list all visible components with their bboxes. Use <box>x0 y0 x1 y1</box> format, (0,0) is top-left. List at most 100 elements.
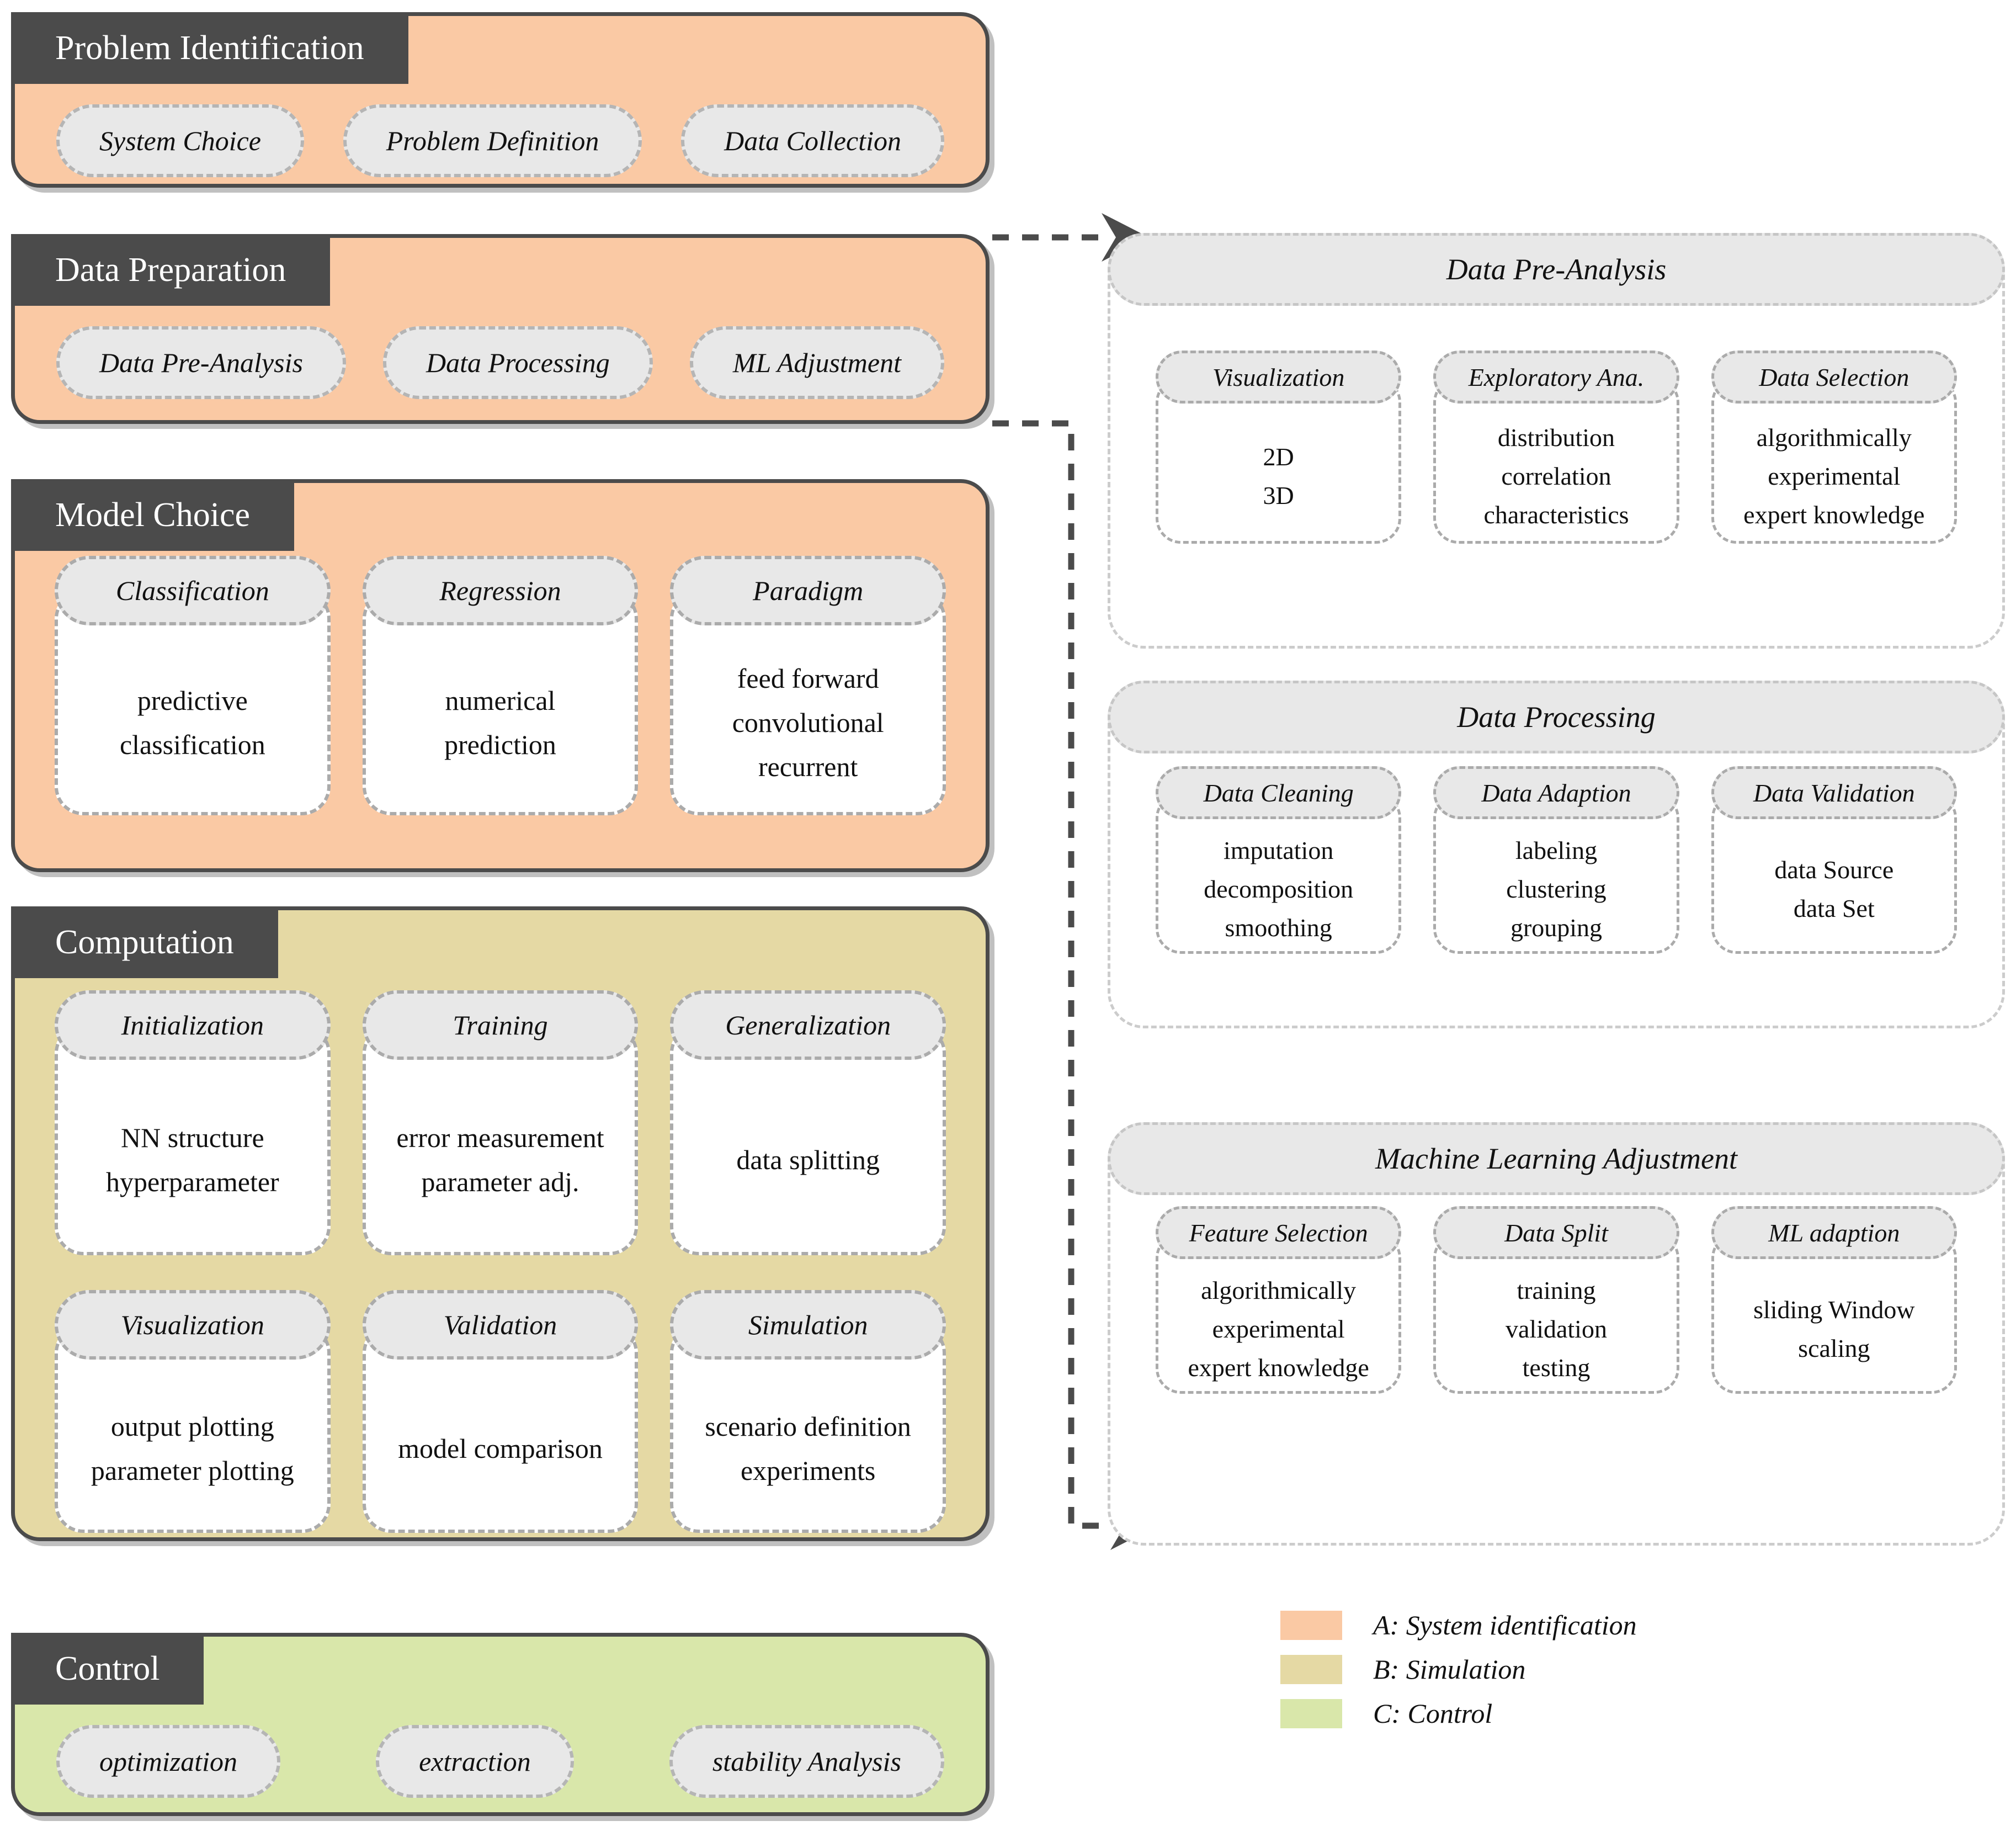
title-bar-control: Control <box>11 1633 204 1705</box>
card-line: expert knowledge <box>1743 500 1925 529</box>
card-data-cleaning: Data Cleaning imputation decomposition s… <box>1156 766 1402 954</box>
pill-system-choice: System Choice <box>56 104 304 177</box>
card-row-computation-2: Visualization output plotting parameter … <box>55 1290 946 1533</box>
card-feature-selection: Feature Selection algorithmically experi… <box>1156 1206 1402 1394</box>
card-body: distribution correlation characteristics <box>1433 377 1679 544</box>
card-body: data splitting <box>670 1025 946 1255</box>
panel-data-processing: Data Processing Data Cleaning imputation… <box>1108 681 2005 1028</box>
card-body: algorithmically experimental expert know… <box>1711 377 1957 544</box>
card-regression: Regression numerical prediction <box>362 556 639 815</box>
box-title: Control <box>55 1649 160 1687</box>
card-classification: Classification predictive classification <box>55 556 331 815</box>
legend-swatch-peach <box>1280 1610 1342 1640</box>
title-bar-data-preparation: Data Preparation <box>11 234 331 306</box>
card-line: sliding Window <box>1753 1296 1915 1324</box>
card-line: correlation <box>1501 462 1611 491</box>
panel-header: Machine Learning Adjustment <box>1108 1122 2005 1195</box>
legend-label: B: Simulation <box>1373 1654 1526 1685</box>
card-header: Data Validation <box>1711 766 1957 819</box>
card-line: decomposition <box>1204 875 1354 904</box>
card-line: feed forward <box>737 663 879 694</box>
card-line: data splitting <box>736 1144 880 1175</box>
card-line: algorithmically <box>1201 1276 1357 1305</box>
card-line: parameter plotting <box>91 1455 294 1486</box>
card-line: validation <box>1506 1315 1607 1344</box>
pill-data-collection: Data Collection <box>681 104 944 177</box>
card-header: Data Split <box>1433 1206 1679 1259</box>
panel-header: Data Processing <box>1108 681 2005 753</box>
pill-optimization: optimization <box>56 1725 281 1798</box>
legend-item-control: C: Control <box>1280 1697 1637 1729</box>
pill-row-problem-identification: System Choice Problem Definition Data Co… <box>56 104 944 177</box>
legend-swatch-green <box>1280 1698 1342 1728</box>
legend-item-simulation: B: Simulation <box>1280 1653 1637 1685</box>
card-visualization-pre: Visualization 2D 3D <box>1156 351 1402 544</box>
card-line: data Source <box>1774 856 1894 884</box>
card-line: parameter adj. <box>421 1166 579 1197</box>
legend-swatch-tan <box>1280 1654 1342 1684</box>
card-header: Generalization <box>670 990 946 1060</box>
card-line: imputation <box>1224 836 1334 865</box>
card-line: grouping <box>1510 913 1603 942</box>
card-body: numerical prediction <box>362 590 639 815</box>
pill-row-data-preparation: Data Pre-Analysis Data Processing ML Adj… <box>56 326 944 399</box>
box-title: Computation <box>55 923 234 961</box>
title-bar-computation: Computation <box>11 906 278 978</box>
card-line: scaling <box>1798 1334 1870 1362</box>
card-header: Training <box>362 990 639 1060</box>
pill-problem-definition: Problem Definition <box>343 104 642 177</box>
card-line: scenario definition <box>705 1411 911 1442</box>
card-validation: Validation model comparison <box>362 1290 639 1533</box>
card-line: algorithmically <box>1756 423 1912 452</box>
card-header: Simulation <box>670 1290 946 1360</box>
card-line: experimental <box>1768 462 1901 491</box>
pill-data-pre-analysis: Data Pre-Analysis <box>56 326 346 399</box>
card-simulation: Simulation scenario definition experimen… <box>670 1290 946 1533</box>
card-data-selection: Data Selection algorithmically experimen… <box>1711 351 1957 544</box>
card-line: experiments <box>740 1455 876 1486</box>
pill-extraction: extraction <box>376 1725 574 1798</box>
pill-ml-adjustment: ML Adjustment <box>689 326 944 399</box>
title-bar-problem-identification: Problem Identification <box>11 12 408 84</box>
card-line: clustering <box>1506 875 1607 904</box>
pill-stability-analysis: stability Analysis <box>669 1725 944 1798</box>
box-computation: Computation Initialization NN structure … <box>11 906 990 1541</box>
card-header: Data Selection <box>1711 351 1957 404</box>
card-body: training validation testing <box>1433 1233 1679 1394</box>
card-line: 2D <box>1263 443 1294 471</box>
card-header: Data Adaption <box>1433 766 1679 819</box>
legend: A: System identification B: Simulation C… <box>1280 1609 1637 1742</box>
card-header: Exploratory Ana. <box>1433 351 1679 404</box>
card-line: expert knowledge <box>1188 1353 1369 1382</box>
card-header: Paradigm <box>670 556 946 625</box>
arrow-data-preparation-to-ml-adjustment <box>992 420 1111 1529</box>
card-line: hyperparameter <box>105 1166 279 1197</box>
box-title: Problem Identification <box>55 29 364 67</box>
card-row-computation-1: Initialization NN structure hyperparamet… <box>55 990 946 1255</box>
card-line: recurrent <box>758 751 858 782</box>
panel-data-pre-analysis: Data Pre-Analysis Visualization 2D 3D Ex… <box>1108 233 2005 649</box>
card-header: Feature Selection <box>1156 1206 1402 1259</box>
card-line: convolutional <box>732 707 884 738</box>
legend-item-system-identification: A: System identification <box>1280 1609 1637 1641</box>
title-bar-model-choice: Model Choice <box>11 479 294 551</box>
card-row-ml-adjustment: Feature Selection algorithmically experi… <box>1156 1206 1957 1394</box>
pill-data-processing: Data Processing <box>382 326 653 399</box>
card-paradigm: Paradigm feed forward convolutional recu… <box>670 556 946 815</box>
card-line: experimental <box>1212 1315 1345 1344</box>
card-body: error measurement parameter adj. <box>362 1025 639 1255</box>
card-header: Regression <box>362 556 639 625</box>
card-header: Classification <box>55 556 331 625</box>
legend-label: C: Control <box>1373 1698 1493 1729</box>
card-line: numerical <box>445 685 556 716</box>
box-title: Model Choice <box>55 496 250 534</box>
box-control: Control optimization extraction stabilit… <box>11 1633 990 1816</box>
card-training: Training error measurement parameter adj… <box>362 990 639 1255</box>
card-line: distribution <box>1497 423 1615 452</box>
card-line: output plotting <box>110 1411 274 1442</box>
card-line: testing <box>1522 1353 1591 1382</box>
card-line: 3D <box>1263 481 1294 509</box>
card-header: Data Cleaning <box>1156 766 1402 819</box>
card-data-split: Data Split training validation testing <box>1433 1206 1679 1394</box>
card-line: characteristics <box>1483 500 1629 529</box>
